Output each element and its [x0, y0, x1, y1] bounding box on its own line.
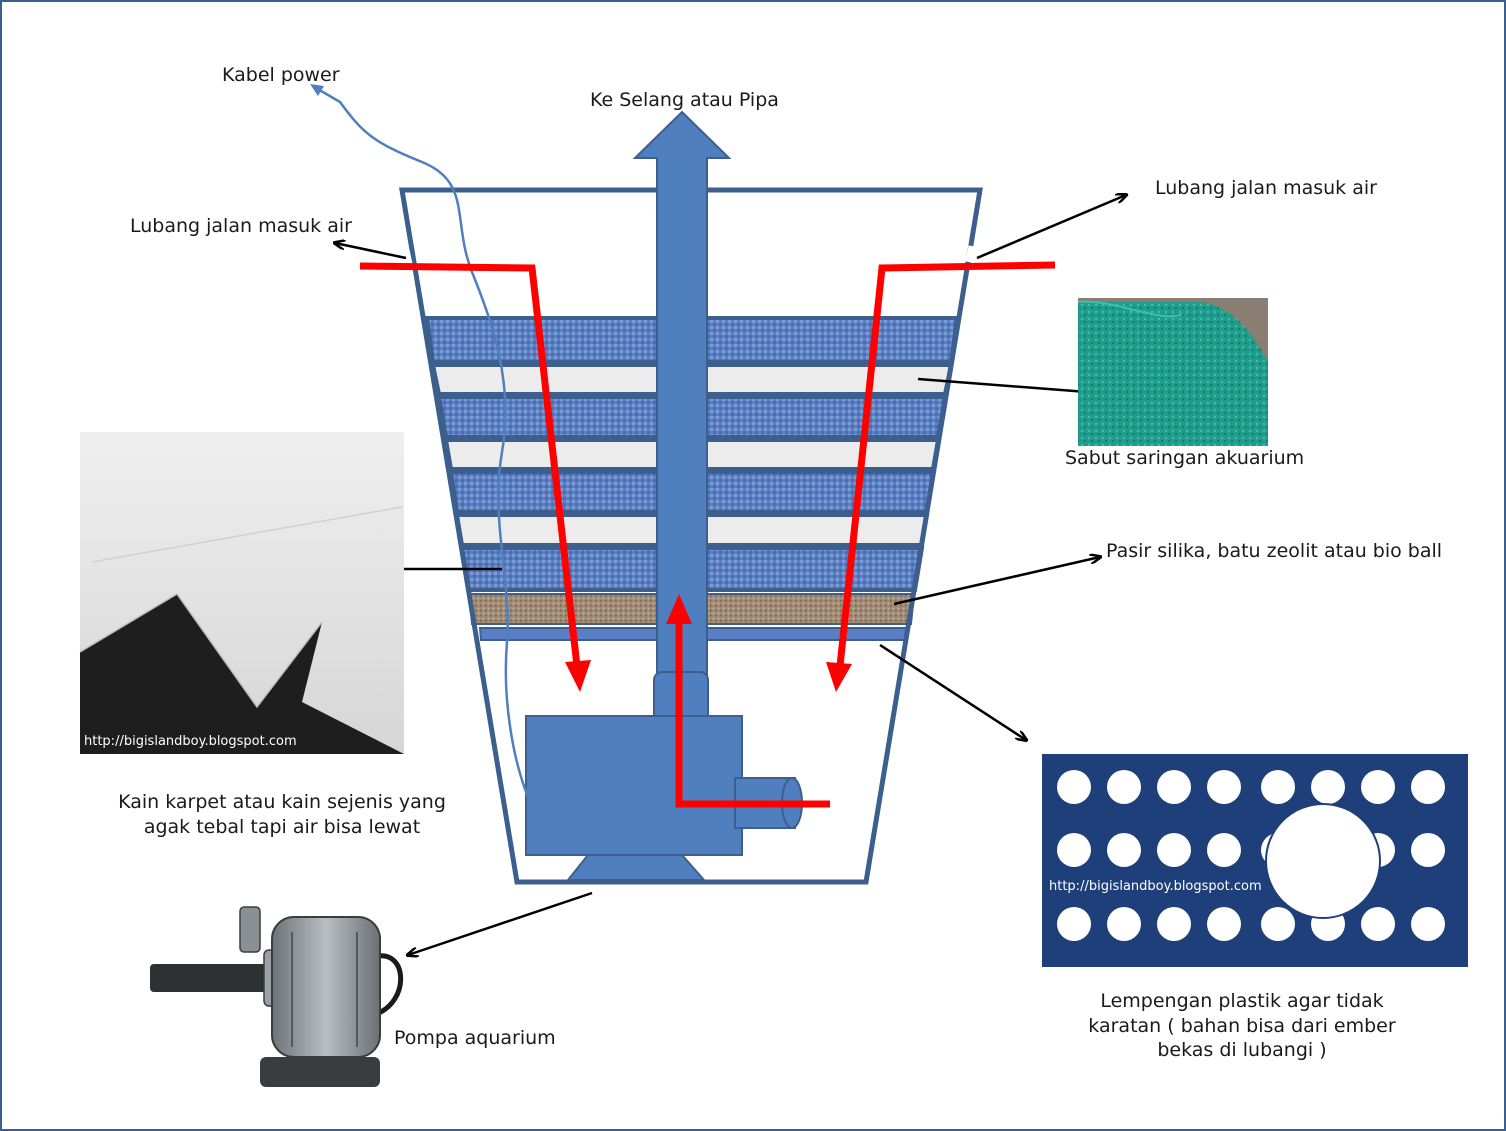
label-lempengan-line-2: karatan ( bahan bisa dari ember	[1088, 1014, 1396, 1037]
sponge-photo	[1077, 298, 1268, 446]
label-lempengan-line-1: Lempengan plastik agar tidak	[1100, 990, 1384, 1012]
pointer-arrows	[334, 195, 1126, 955]
arrow-pasir	[893, 557, 1100, 606]
cloth-photo	[79, 432, 404, 754]
label-ke-selang: Ke Selang atau Pipa	[590, 89, 779, 111]
label-pasir: Pasir silika, batu zeolit atau bio ball	[1106, 540, 1443, 562]
pump-body	[525, 715, 743, 856]
label-pompa: Pompa aquarium	[394, 1027, 556, 1049]
label-kain: Kain karpet atau kain sejenis yang agak …	[114, 790, 450, 839]
arrow-lubang-left	[335, 243, 407, 260]
label-sabut: Sabut saringan akuarium	[1065, 447, 1305, 469]
pump-base	[565, 854, 707, 881]
flow-pump	[675, 622, 830, 808]
arrow-lubang-right	[976, 195, 1126, 260]
cable-tip-arrow	[310, 84, 324, 96]
label-lubang-right: Lubang jalan masuk air	[1155, 177, 1377, 199]
label-lempengan-line-3: bekas di lubangi )	[1157, 1039, 1327, 1062]
watermark-cloth: http://bigislandboy.blogspot.com	[84, 734, 297, 749]
water-flow	[359, 261, 1056, 808]
pump	[525, 671, 803, 881]
flow-right-head	[826, 662, 852, 692]
label-kain-line-2: agak tebal tapi air bisa lewat	[143, 815, 421, 838]
arrow-plate	[879, 643, 1026, 740]
watermark-plate: http://bigislandboy.blogspot.com	[1049, 879, 1262, 894]
arrow-pump	[408, 891, 593, 955]
power-cable	[315, 86, 530, 798]
label-kabel-power: Kabel power	[222, 64, 340, 86]
arrow-sabut	[917, 377, 1100, 393]
flow-pump-head	[666, 594, 692, 624]
perforated-plate	[1042, 754, 1468, 967]
bucket-outline	[399, 187, 983, 885]
label-lubang-left: Lubang jalan masuk air	[130, 215, 352, 237]
label-kain-line-1: Kain karpet atau kain sejenis yang	[118, 791, 446, 813]
flow-right	[836, 261, 1056, 667]
label-lempengan: Lempengan plastik agar tidak karatan ( b…	[1082, 989, 1402, 1063]
pump-photo	[150, 906, 404, 1087]
inlet-hole-left	[402, 249, 413, 265]
flow-left-head	[565, 660, 591, 692]
inlet-hole-right	[965, 245, 976, 263]
flow-left	[359, 262, 581, 667]
